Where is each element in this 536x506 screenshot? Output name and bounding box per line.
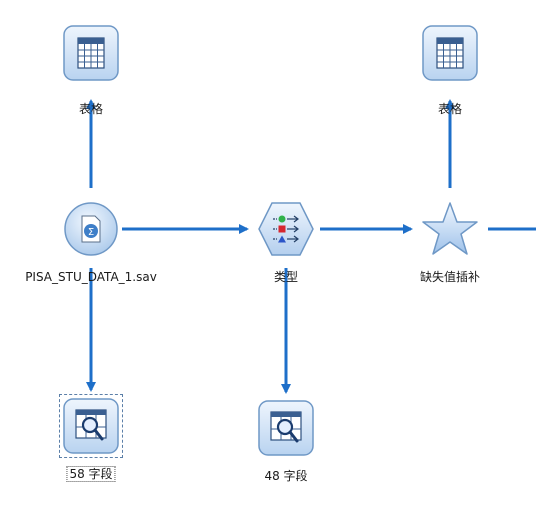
table-node-top-right[interactable] xyxy=(421,24,479,82)
missing-value-imputation-node[interactable] xyxy=(421,200,479,258)
data-audit-icon xyxy=(63,398,119,454)
table-node-top-left[interactable] xyxy=(62,24,120,82)
table-node-label-top-right: 表格 xyxy=(437,102,463,116)
type-icon xyxy=(258,202,314,256)
source-node[interactable]: Σ xyxy=(62,200,120,258)
missing-value-imputation-label: 缺失值插补 xyxy=(419,270,481,284)
svg-text:Σ: Σ xyxy=(88,227,94,238)
source-node-label: PISA_STU_DATA_1.sav xyxy=(25,270,157,284)
statistics-file-icon: Σ xyxy=(64,202,118,256)
type-node-label: 类型 xyxy=(273,270,299,284)
data-audit-label-58: 58 字段 xyxy=(66,466,116,482)
table-node-label-top-left: 表格 xyxy=(78,102,104,116)
data-audit-label-48: 48 字段 xyxy=(264,469,308,483)
type-node[interactable] xyxy=(257,200,315,258)
data-audit-node-48[interactable] xyxy=(257,399,315,457)
star-icon xyxy=(422,202,478,255)
data-audit-icon xyxy=(258,400,314,456)
table-icon xyxy=(422,25,478,81)
data-audit-node-58[interactable] xyxy=(59,394,123,458)
table-icon xyxy=(63,25,119,81)
